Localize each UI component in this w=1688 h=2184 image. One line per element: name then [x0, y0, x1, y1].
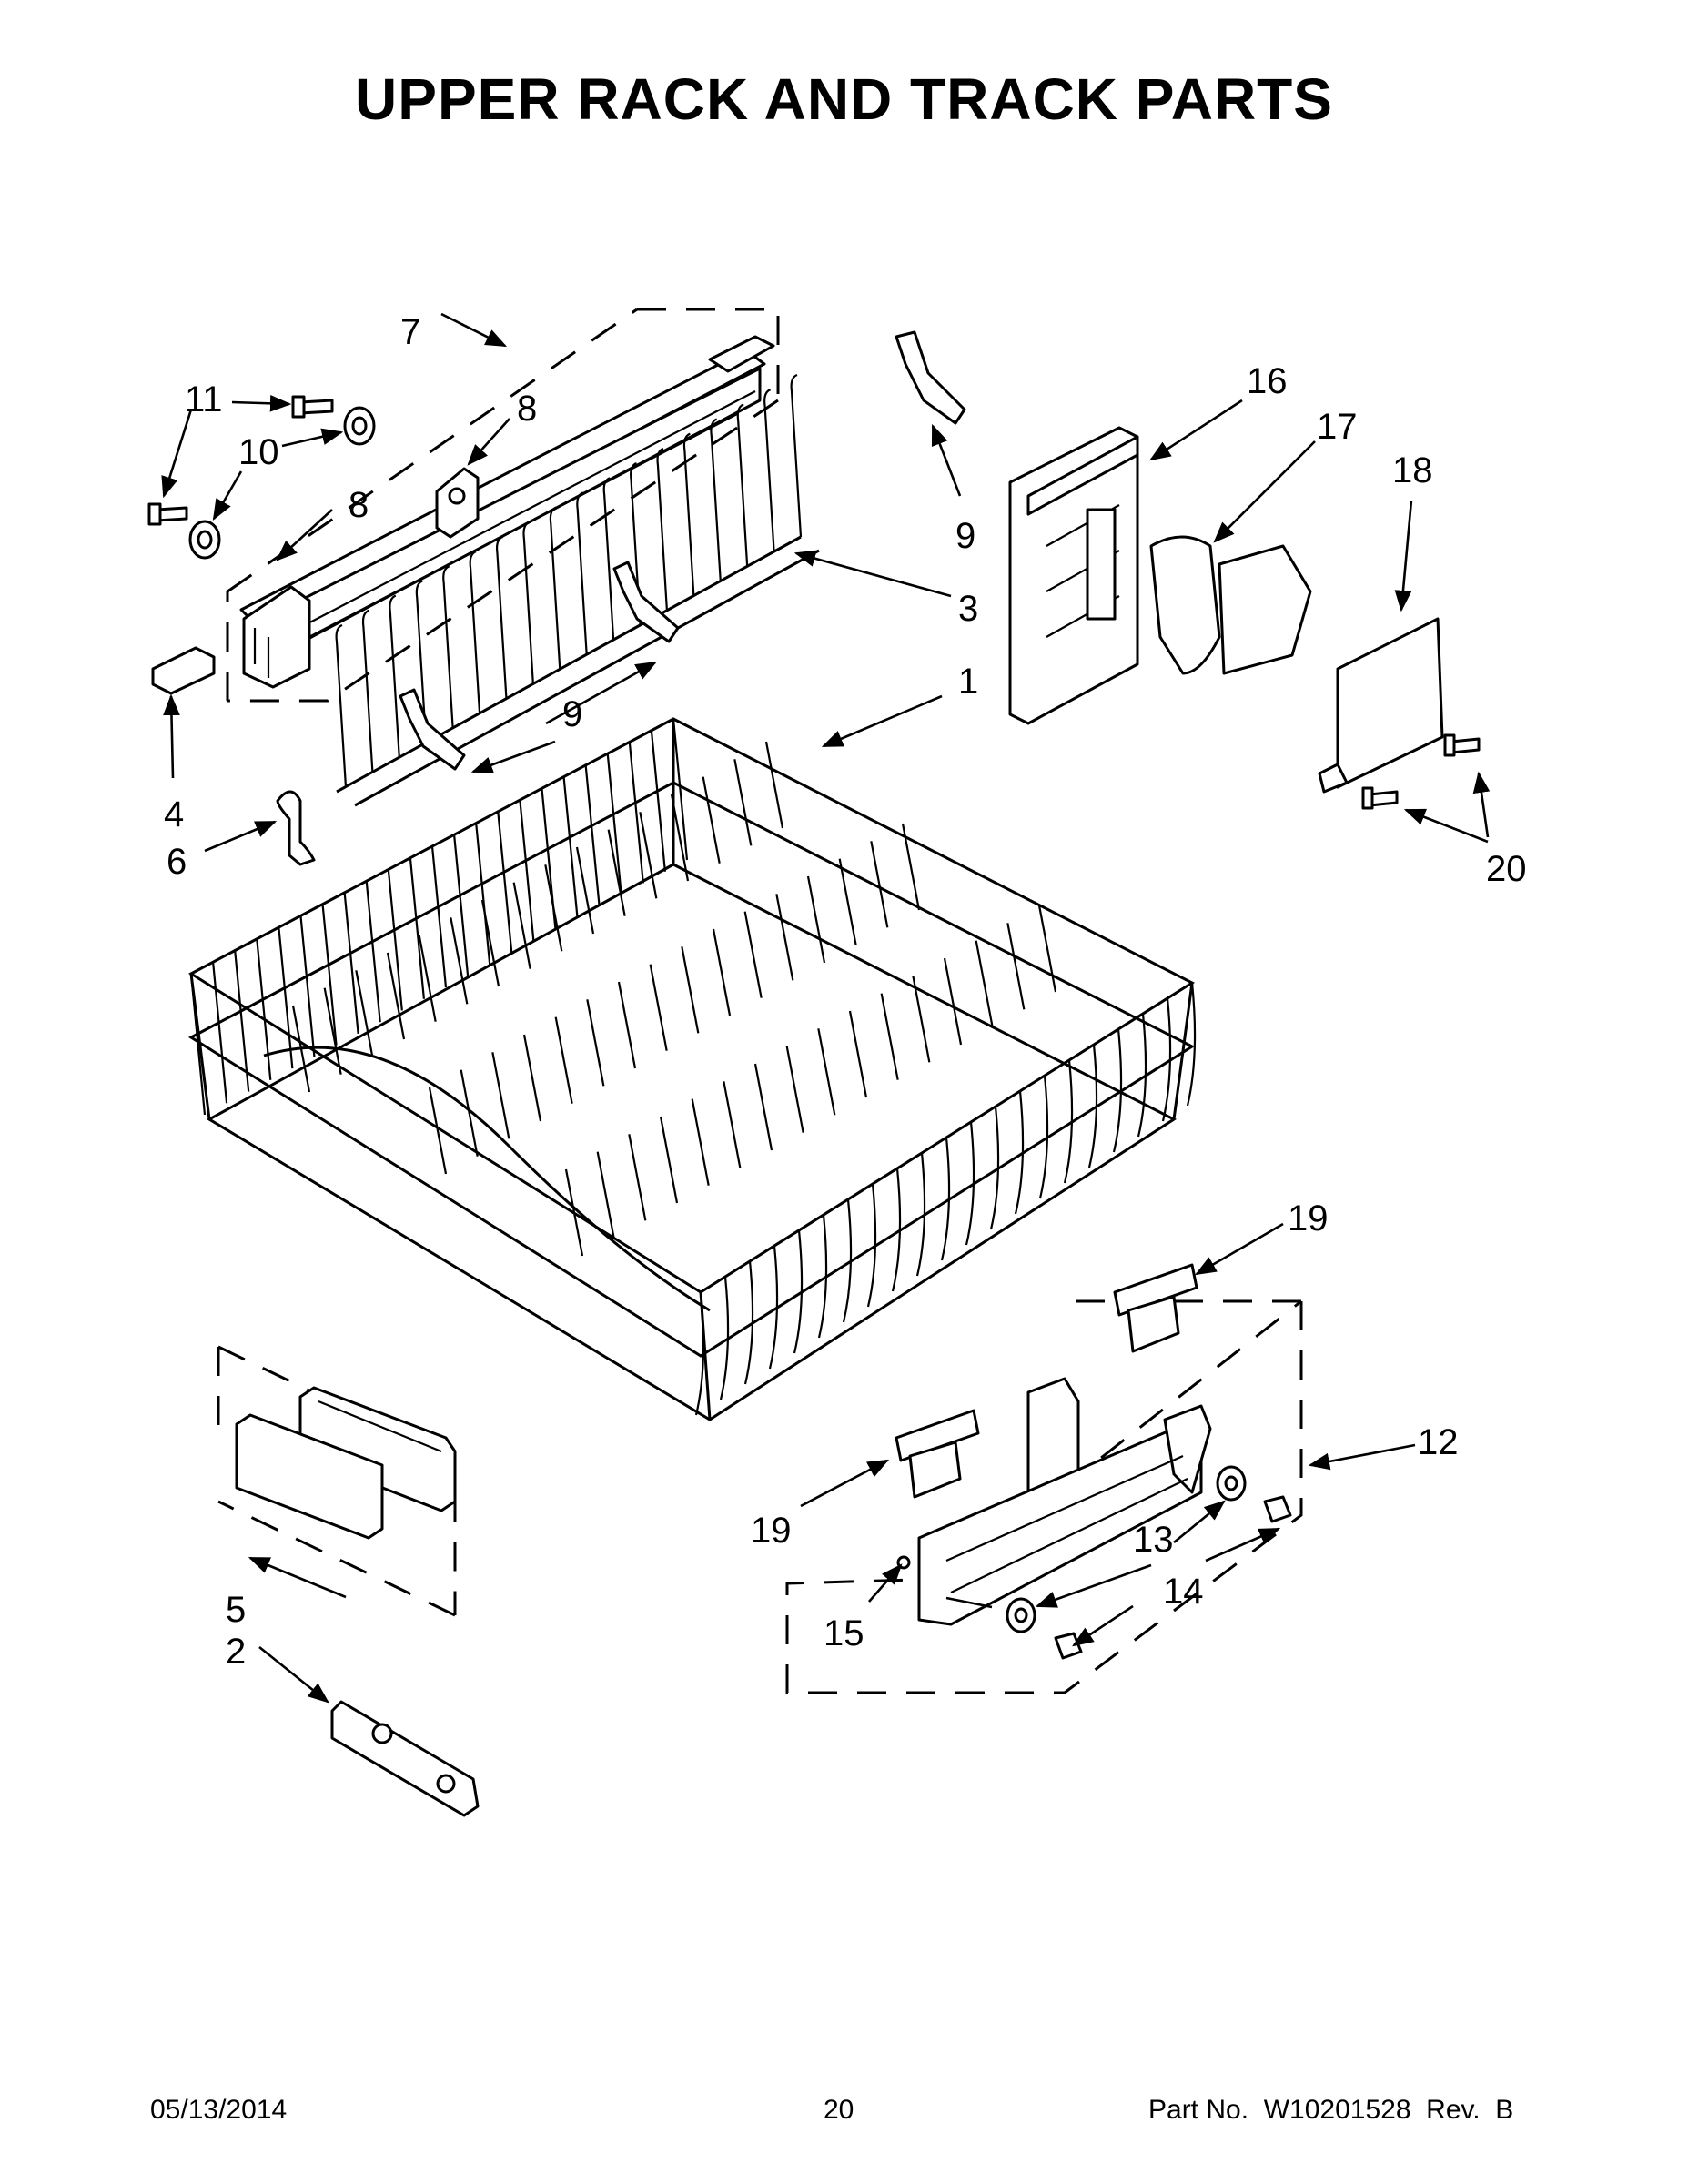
callout-16: 16: [1247, 361, 1288, 401]
callout-9-upper: 9: [955, 516, 975, 556]
track-end-cap: [242, 585, 311, 689]
lower-track-clip-lower: [895, 1409, 980, 1499]
lower-track-group: [785, 1263, 1303, 1694]
callout-1: 1: [958, 662, 978, 702]
upper-rack: [187, 717, 1197, 1421]
callout-14: 14: [1163, 1572, 1204, 1612]
callout-18: 18: [1392, 450, 1433, 490]
footer-part-number: Part No. W10201528 Rev. B: [1148, 2095, 1514, 2125]
tine-row: [335, 373, 820, 807]
rack-wheel-lower: [188, 520, 221, 560]
callout-17: 17: [1317, 407, 1358, 447]
callout-19-upper: 19: [1288, 1198, 1329, 1239]
leader-lines: [161, 312, 1491, 1704]
wheel-screw-upper: [291, 395, 334, 419]
footer-page-number: 20: [824, 2095, 854, 2125]
rack-adjuster-arm: [1149, 535, 1312, 675]
rack-end-cap-group: [217, 1345, 457, 1617]
footer-date: 05/13/2014: [150, 2095, 288, 2125]
callout-3: 3: [958, 589, 978, 629]
cover-screw-b: [1361, 786, 1399, 810]
callout-13: 13: [1133, 1520, 1174, 1560]
tine-clip-middle: [612, 561, 680, 643]
callout-4: 4: [164, 794, 184, 834]
lower-axle-right: [1263, 1495, 1292, 1523]
callout-20: 20: [1486, 849, 1527, 889]
callout-2: 2: [226, 1632, 246, 1672]
wheel-screw-lower: [147, 502, 188, 526]
callout-9-lower: 9: [562, 694, 582, 734]
track-stop-clip: [435, 467, 480, 539]
cover-screw-a: [1443, 733, 1481, 757]
track-end-stop: [330, 1700, 480, 1817]
callout-15: 15: [824, 1613, 864, 1653]
callout-11: 11: [185, 379, 223, 420]
callout-12: 12: [1418, 1422, 1459, 1462]
callout-7: 7: [400, 312, 420, 352]
callout-8-upper: 8: [517, 389, 537, 429]
callout-5: 5: [226, 1590, 246, 1630]
rack-adjuster-housing: [1008, 426, 1139, 725]
lower-wheel-left: [1006, 1597, 1036, 1633]
tine-clip-upper: [895, 330, 966, 425]
lower-track-clip-upper: [1113, 1263, 1198, 1353]
tine-clip-lower: [399, 688, 466, 771]
callout-labels: 7 11 8 10 8 9 3 1 9 4 6 16 17 18 20 19 1…: [164, 312, 1527, 1672]
upper-rack-track: [239, 335, 775, 680]
track-assembly-group: [226, 308, 780, 703]
lower-axle-left: [1054, 1632, 1083, 1660]
callout-10: 10: [238, 432, 279, 472]
rack-adjuster-cover: [1318, 617, 1444, 794]
callout-8-lower: 8: [349, 485, 369, 525]
callout-6: 6: [167, 842, 187, 882]
lower-rack-track: [917, 1377, 1212, 1626]
rack-wheel-upper: [343, 406, 376, 446]
rack-stop-clip: [276, 790, 316, 866]
callout-19-lower: 19: [751, 1511, 792, 1551]
page-title: UPPER RACK AND TRACK PARTS: [355, 66, 1333, 132]
rack-end-cap: [151, 646, 216, 695]
lower-wheel-right: [1216, 1465, 1247, 1502]
rack-end-cap-outer: [235, 1413, 384, 1540]
